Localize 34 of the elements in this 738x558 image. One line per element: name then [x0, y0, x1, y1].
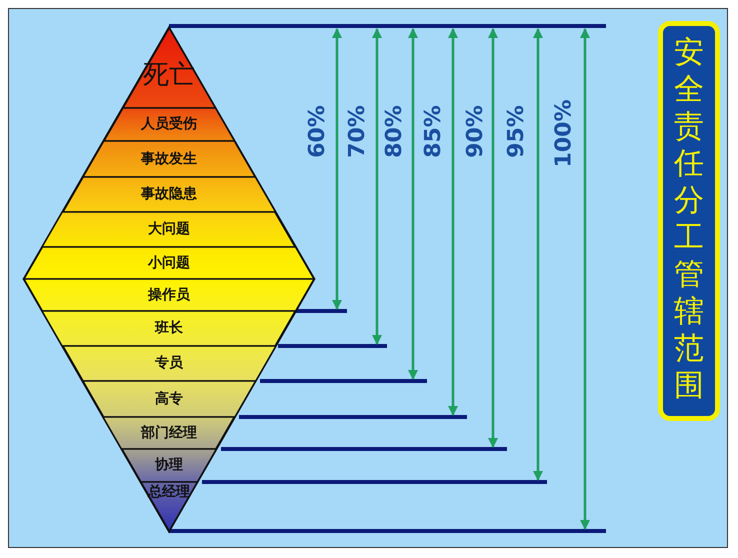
band-label: 协理 — [154, 456, 184, 474]
pyramid-band — [24, 279, 314, 311]
pyramid-band — [24, 247, 314, 279]
percent-label: 80% — [381, 104, 406, 158]
percent-label: 95% — [503, 104, 528, 158]
pyramid-band — [42, 311, 296, 346]
percent-label: 85% — [420, 104, 446, 158]
pyramid-band — [82, 381, 256, 417]
band-label: 班长 — [154, 319, 184, 338]
percent-label: 70% — [344, 104, 370, 158]
pyramid-band — [122, 449, 216, 482]
percent-label: 90% — [462, 104, 488, 158]
pyramid-band — [62, 177, 276, 212]
band-label: 部门经理 — [140, 424, 198, 442]
band-label: 操作员 — [146, 286, 191, 304]
pyramid-band — [122, 28, 216, 108]
band-label: 事故发生 — [140, 150, 198, 168]
pyramid-band — [104, 108, 234, 141]
band-label: 小问题 — [146, 254, 191, 272]
percent-label: 100% — [551, 99, 576, 167]
percent-label: 60% — [304, 104, 330, 158]
band-label: 事故隐患 — [140, 185, 198, 204]
band-label: 大问题 — [146, 220, 191, 238]
band-label: 人员受伤 — [140, 115, 198, 134]
band-label: 死亡 — [142, 59, 196, 92]
pyramid-band — [62, 346, 276, 381]
pyramid-band — [103, 417, 235, 449]
pyramid-band — [42, 212, 296, 247]
band-label: 总经理 — [146, 483, 191, 502]
title-banner: 安全责任分工管辖范围 — [658, 21, 720, 421]
band-label: 专员 — [154, 354, 184, 372]
pyramid-band — [140, 482, 198, 531]
pyramid-band — [82, 141, 256, 177]
band-label: 高专 — [154, 390, 184, 408]
